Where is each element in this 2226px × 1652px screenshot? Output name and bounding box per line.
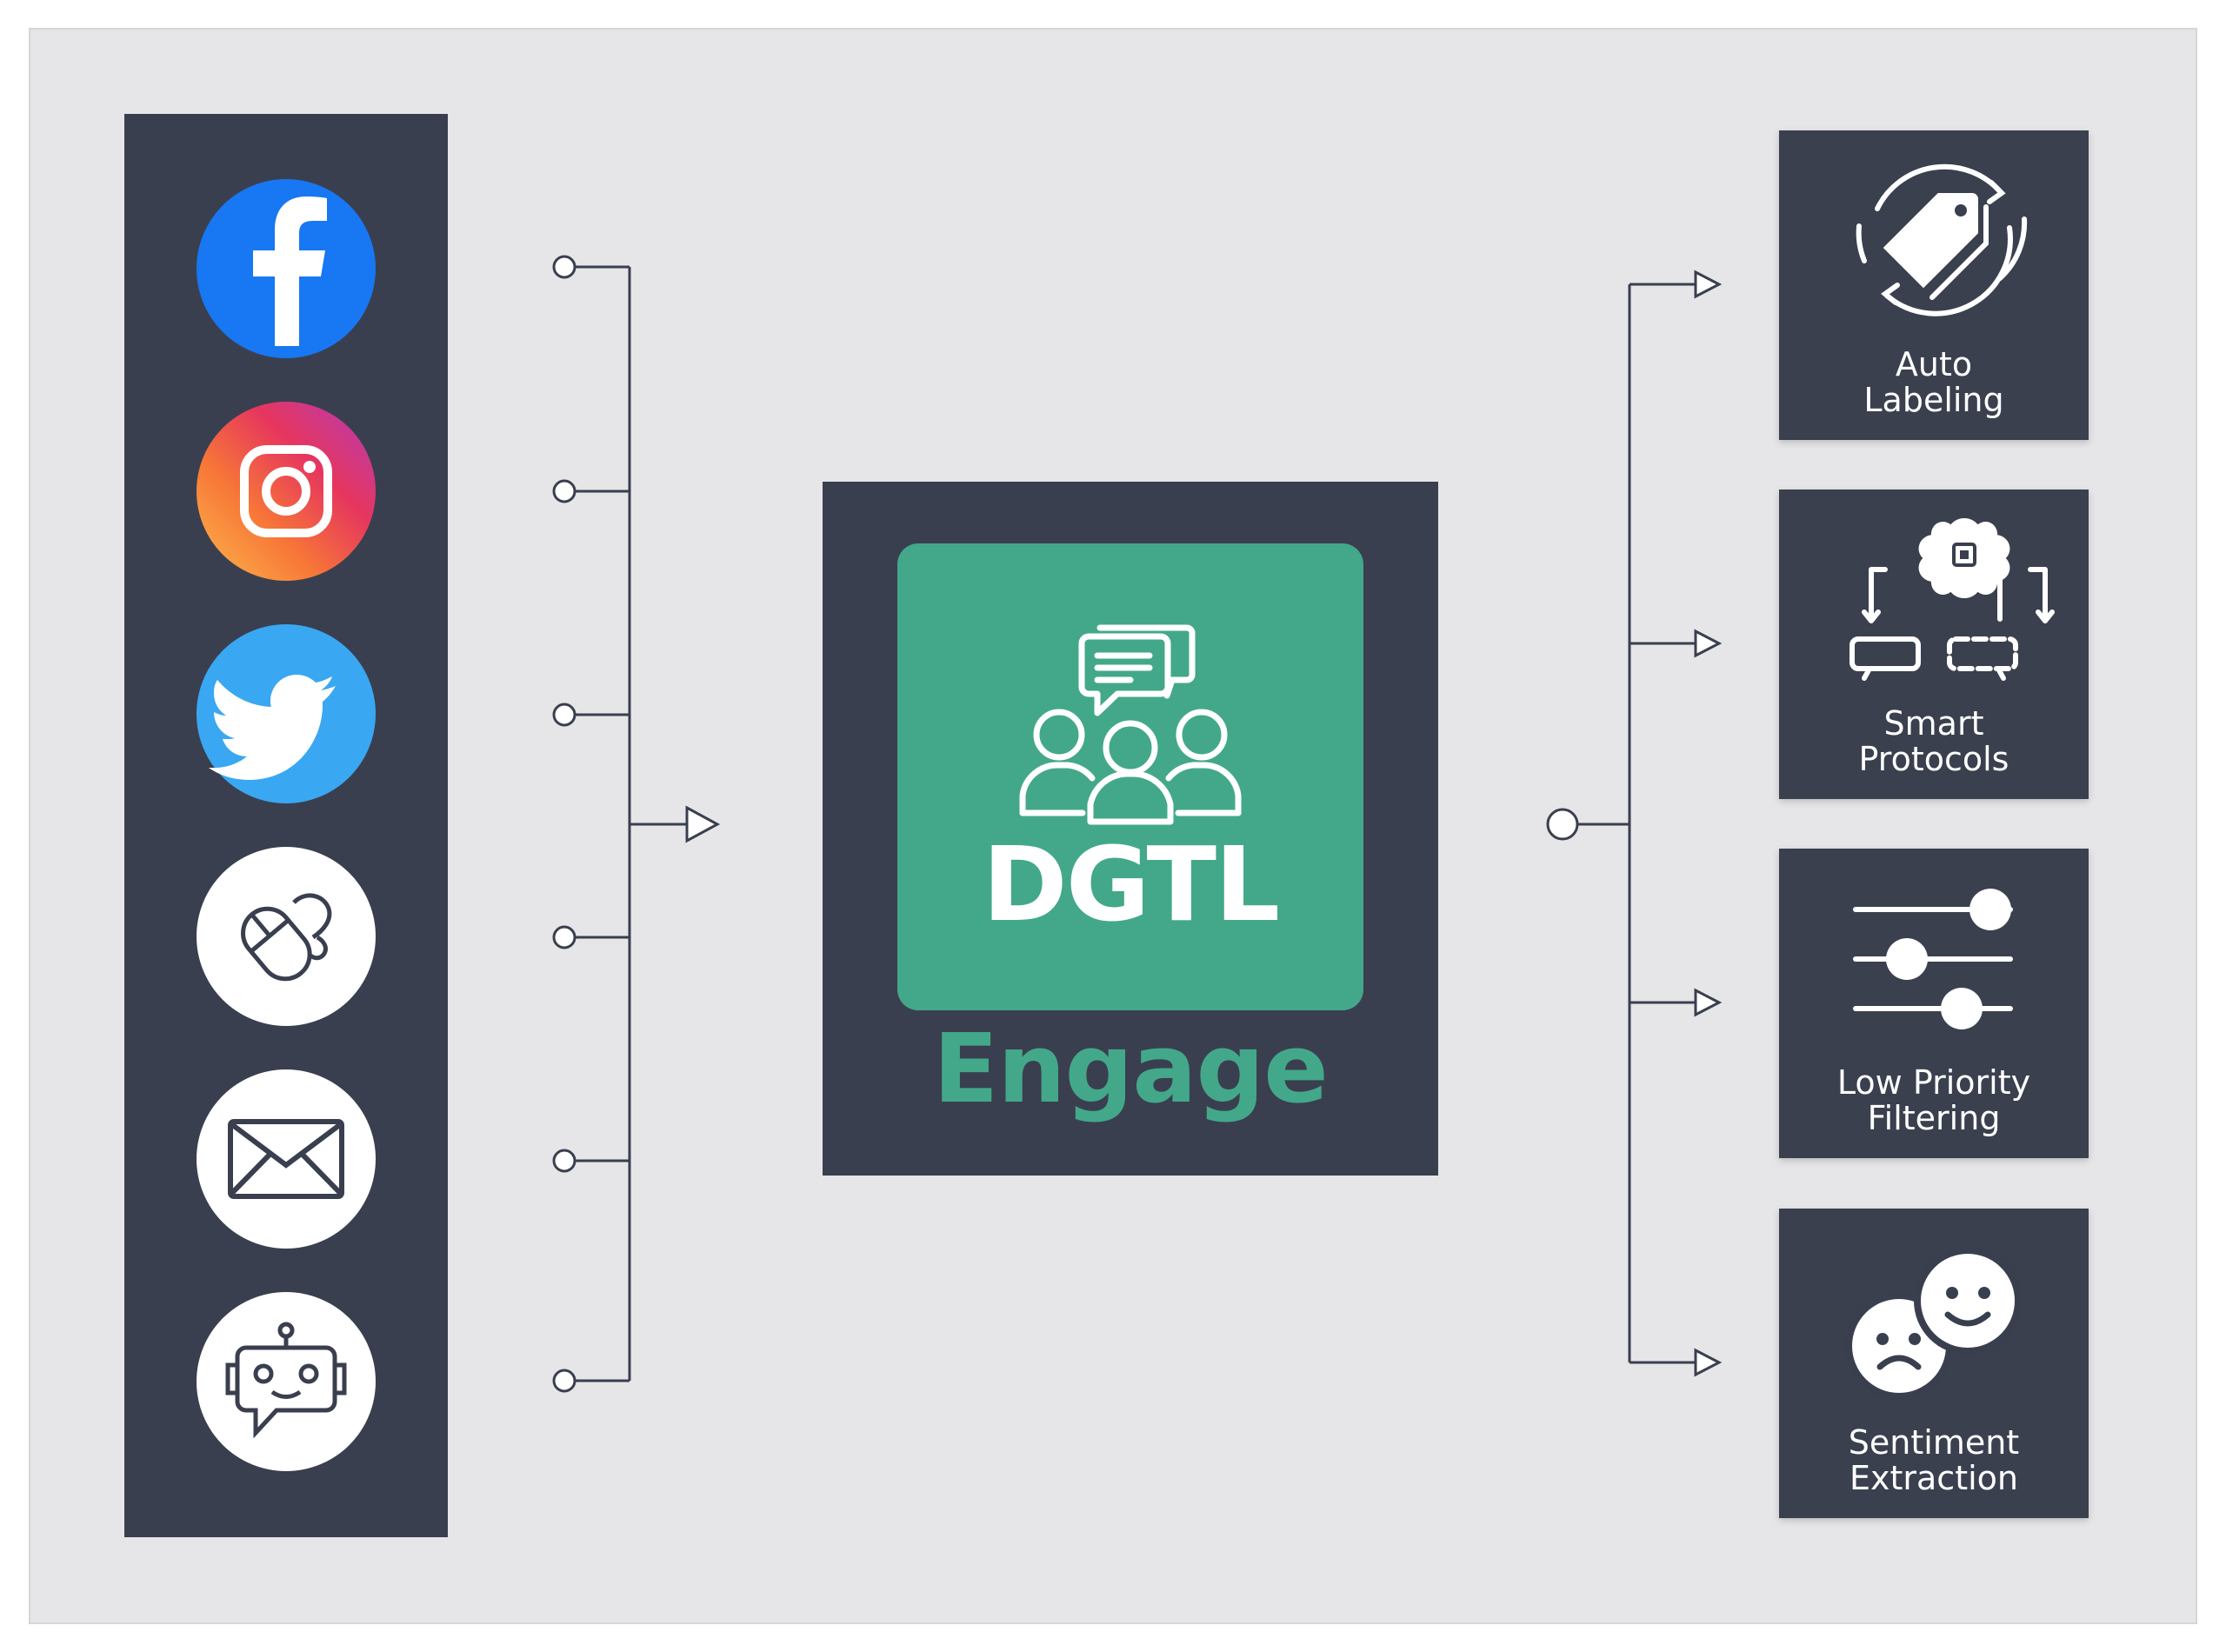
auto-label-icon: [1856, 163, 2028, 316]
feature-label-line2: Filtering: [1867, 1099, 2001, 1137]
feature-panel-auto-labeling: [1779, 130, 2089, 440]
feature-label-auto-labeling: Auto Labeling: [1779, 347, 2089, 418]
brand-title: DGTL: [982, 824, 1280, 944]
feature-label-line1: Auto: [1895, 345, 1973, 383]
instagram-icon: [197, 402, 376, 581]
feature-label-sentiment-extraction: Sentiment Extraction: [1779, 1425, 2089, 1496]
feature-label-low-priority-filtering: Low Priority Filtering: [1779, 1065, 2089, 1136]
input-arrow: [685, 805, 721, 843]
feature-label-line1: Low Priority: [1836, 1063, 2031, 1102]
output-dot: [1546, 808, 1579, 841]
feature-label-line1: Sentiment: [1848, 1423, 2020, 1462]
web-chat-icon: [197, 847, 376, 1026]
facebook-icon: [197, 179, 376, 358]
output-arrows: [1694, 270, 1723, 1377]
chatbot-icon: [197, 1292, 376, 1471]
output-connectors: [1574, 283, 1696, 1364]
product-title: Engage: [933, 1013, 1329, 1124]
feature-label-smart-protocols: Smart Protocols: [1779, 706, 2089, 777]
input-connectors: [575, 265, 687, 1382]
filter-sliders-icon: [1853, 889, 2013, 1029]
feature-label-line2: Extraction: [1849, 1459, 2018, 1497]
feature-panel-low-priority-filtering: [1779, 849, 2089, 1158]
feature-label-line2: Labeling: [1863, 381, 2004, 419]
feature-label-line2: Protocols: [1858, 740, 2009, 778]
email-icon: [197, 1069, 376, 1249]
team-chat-icon: [1019, 624, 1242, 825]
feature-label-line1: Smart: [1883, 704, 1984, 743]
connector-dots: [552, 255, 576, 1393]
twitter-icon: [197, 624, 376, 803]
smart-protocol-icon: [1849, 518, 2055, 681]
sentiment-icon: [1845, 1247, 2022, 1400]
